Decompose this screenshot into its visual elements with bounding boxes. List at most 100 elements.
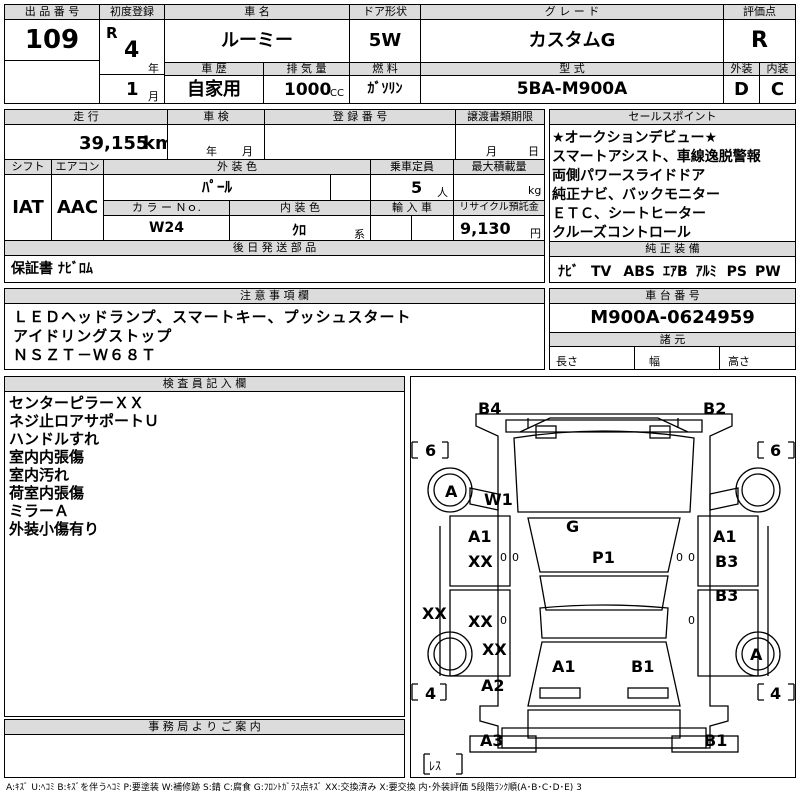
exterior-color-value: ﾊﾟｰﾙ xyxy=(103,174,331,201)
exterior-value: D xyxy=(723,75,760,104)
spec-label: 諸 元 xyxy=(549,332,796,347)
era-letter: R xyxy=(106,24,118,42)
mark-six-right: 6 xyxy=(770,441,782,460)
score-label: 評価点 xyxy=(723,4,796,20)
recycle-value: 9,130 円 xyxy=(453,215,545,241)
mark-les: ﾚｽ xyxy=(429,759,442,773)
door-value: 5W xyxy=(349,19,421,63)
equip-ps: PS xyxy=(726,264,747,280)
recycle-number: 9,130 xyxy=(460,219,511,238)
mark-four-right: 4 xyxy=(770,684,782,703)
interior-color-unit: 系 xyxy=(354,228,365,241)
mark-b2: B2 xyxy=(703,399,727,418)
car-name-label: 車 名 xyxy=(164,4,350,20)
mark-b4: B4 xyxy=(478,399,502,418)
mark-a1-left: A1 xyxy=(468,527,492,546)
max-load-value: kg xyxy=(453,174,545,201)
chassis-label: 車 台 番 号 xyxy=(549,288,796,304)
mark-p1: P1 xyxy=(592,548,615,567)
width-label: 幅 xyxy=(649,355,660,368)
mark-w1: W1 xyxy=(484,490,513,509)
mark-a1-right: A1 xyxy=(713,527,737,546)
year-unit: 年 xyxy=(148,62,159,75)
mark-a1-rear: A1 xyxy=(552,657,576,676)
notes-label: 注 意 事 項 欄 xyxy=(4,288,545,304)
mark-zero-5: 0 xyxy=(512,551,519,564)
mark-xx-left-2: XX xyxy=(468,612,493,631)
mark-wheel-front-left: A xyxy=(445,482,458,501)
max-load-label: 最大積載量 xyxy=(453,159,545,175)
equip-alloy: ｱﾙﾐ xyxy=(695,264,717,280)
fuel-value: ｶﾞｿﾘﾝ xyxy=(349,75,421,104)
equip-airbag: ｴｱB xyxy=(662,264,688,280)
mark-xx-left-1: XX xyxy=(468,552,493,571)
mark-zero-6: 0 xyxy=(676,551,683,564)
equipment-label: 純 正 装 備 xyxy=(549,241,796,257)
interior-color-text: ｸﾛ xyxy=(292,223,306,239)
mark-g: G xyxy=(566,517,580,536)
first-registration-label: 初度登録 xyxy=(99,4,165,20)
mark-a2: A2 xyxy=(481,676,505,695)
chassis-value: M900A-0624959 xyxy=(549,303,796,333)
inspection-label: 車 検 xyxy=(167,109,265,125)
notes-lines: ＬＥＤヘッドランプ、スマートキー、プッシュスタート アイドリングストップ ＮＳＺ… xyxy=(13,308,412,364)
shift-label: シフト xyxy=(4,159,52,175)
capacity-label: 乗車定員 xyxy=(370,159,454,175)
first-registration-year: R 4 年 xyxy=(99,19,165,75)
inspector-lines: センターピラーＸＸ ネジ止ロアサポートＵ ハンドルすれ 室内内張傷 室内汚れ 荷… xyxy=(9,394,160,538)
month-unit: 月 xyxy=(148,90,159,103)
ac-label: エアコン xyxy=(51,159,104,175)
mark-zero-4: 0 xyxy=(688,614,695,627)
recycle-unit: 円 xyxy=(530,227,541,240)
displacement-unit: CC xyxy=(330,88,344,99)
lot-number-blank xyxy=(4,60,100,104)
model-value: 5BA-M900A xyxy=(420,75,724,104)
first-registration-month: 1 月 xyxy=(99,74,165,104)
length-label: 長さ xyxy=(556,355,578,368)
transfer-day-unit: 日 xyxy=(528,145,539,158)
mark-four-left: 4 xyxy=(425,684,437,703)
transfer-value: 月 日 xyxy=(455,124,545,160)
color-number-value: W24 xyxy=(103,215,230,241)
interior-color-label: 内 装 色 xyxy=(229,200,371,216)
mileage-number: 39,155 xyxy=(79,133,149,154)
door-label: ドア形状 xyxy=(349,4,421,20)
displacement-number: 1000 xyxy=(284,80,332,100)
sales-point-lines: ★オークションデビュー★ スマートアシスト、車線逸脱警報 両側パワースライドドア… xyxy=(552,130,761,241)
lot-number-text: 109 xyxy=(24,25,80,55)
mark-zero-1: 0 xyxy=(500,551,507,564)
height-label: 高さ xyxy=(728,355,750,368)
lot-number-label: 出 品 番 号 xyxy=(4,4,100,20)
spec-height: 高さ xyxy=(719,346,796,370)
transfer-month-unit: 月 xyxy=(486,145,497,158)
spec-width: 幅 xyxy=(634,346,720,370)
plate-value xyxy=(264,124,456,160)
interior-color-value: ｸﾛ 系 xyxy=(229,215,371,241)
inspection-year-unit: 年 xyxy=(206,145,217,158)
sales-point-box: ★オークションデビュー★ スマートアシスト、車線逸脱警報 両側パワースライドドア… xyxy=(549,124,796,242)
mark-a3: A3 xyxy=(480,731,504,750)
exterior-label: 外装 xyxy=(723,62,760,76)
shift-value: IAT xyxy=(4,174,52,241)
displacement-value: 1000 CC xyxy=(263,75,350,104)
registration-year: 4 xyxy=(124,38,140,63)
exterior-color-label: 外 装 色 xyxy=(103,159,371,175)
color-number-label: カ ラ ー Ｎｏ. xyxy=(103,200,230,216)
ac-value: AAC xyxy=(51,174,104,241)
mark-xx-left-3: XX xyxy=(482,640,507,659)
inspector-label: 検 査 員 記 入 欄 xyxy=(4,376,405,392)
later-parts-label: 後 日 発 送 部 品 xyxy=(4,240,545,256)
car-name-value: ルーミー xyxy=(164,19,350,63)
mileage-unit: km xyxy=(143,133,167,154)
mark-xx-side: XX xyxy=(422,604,447,623)
mark-b1-rear: B1 xyxy=(631,657,655,676)
score-value: R xyxy=(723,19,796,63)
office-box xyxy=(4,734,405,778)
interior-value: C xyxy=(759,75,796,104)
mark-b1-bottom: B1 xyxy=(704,731,728,750)
equip-abs: ABS xyxy=(623,264,655,280)
mark-six-left: 6 xyxy=(425,441,437,460)
mileage-label: 走 行 xyxy=(4,109,168,125)
